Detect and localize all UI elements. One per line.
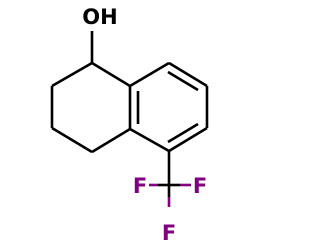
- bond-c8-c7-inner: [167, 70, 199, 92]
- fluorine-left-label: F: [133, 174, 147, 198]
- bond-c6-c5: [168, 126, 208, 153]
- bond-c8-c7: [168, 61, 208, 88]
- bond-c5-c4a: [129, 127, 170, 153]
- bond-c6-c5-inner: [167, 122, 199, 144]
- fluorine-bottom-label: F: [162, 221, 176, 245]
- bond-c8a-c1: [91, 61, 131, 88]
- chemical-structure-diagram: OH F F F: [50, 5, 209, 245]
- hydroxyl-label: OH: [82, 5, 117, 29]
- fluorine-right-label: F: [193, 174, 207, 198]
- bond-c4-c4a: [91, 127, 131, 154]
- bond-c1-c2: [51, 61, 93, 88]
- bond-c3-c4: [51, 126, 93, 154]
- bond-c8a-c8: [129, 61, 170, 88]
